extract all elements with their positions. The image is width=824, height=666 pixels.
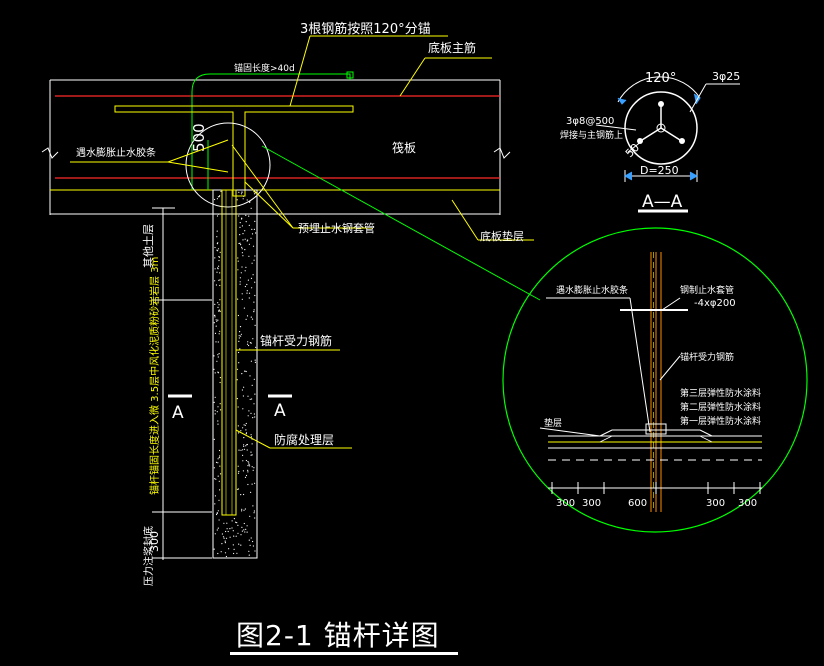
detail-dim-1: 300 [556,498,575,509]
anchor-pile [212,189,258,559]
detail-connector [261,145,541,301]
detail-sleeve2-text: -4xφ200 [694,298,736,309]
rebar-split-text: 3根钢筋按照120°分锚 [300,21,431,37]
anchor-length-text: 锚固长度>40d [234,62,295,74]
anticorrosion-text: 防腐处理层 [274,432,334,447]
embed-sleeve-text: 预埋止水钢套管 [298,221,375,235]
section-title-text: A—A [642,192,683,212]
detail-coat3-text: 第三层弹性防水涂料 [680,387,761,399]
detail-circle [502,227,808,533]
section-mark-left-text: A [172,403,184,423]
caption-underline [230,652,458,655]
diameter-text: D=250 [640,164,679,177]
dim-300-left-text: 300 [148,531,161,552]
vertical-note-text: 锚杆锚固长度进入微 3.5层中风化泥质粉砂岩岩层 3m [148,257,161,495]
anchor-rebar-text: 锚杆受力钢筋 [260,333,332,348]
raft-text: 筏板 [392,141,416,155]
detail-coat1-text: 第一层弹性防水涂料 [680,415,761,427]
base-cushion-text: 底板垫层 [480,229,524,243]
plain-soil-text: 其他土层 [142,224,155,268]
detail-sleeve1-text: 钢制止水套管 [680,284,734,296]
detail-cushion-text: 垫层 [544,417,562,429]
raft-slab [41,79,511,215]
leaders [70,35,534,449]
rebar-3-25-text: 3φ25 [712,70,740,83]
grouting-note-text: 压力注浆封底 [142,526,155,586]
detail-coat2-text: 第二层弹性防水涂料 [680,401,761,413]
left-dimension [152,207,212,560]
section-mark-right-text: A [274,401,286,421]
detail-swell-strip-text: 遇水膨胀止水胶条 [556,284,628,296]
detail-dim-5: 300 [738,498,757,509]
stirrup-text: 3φ8@500 [566,116,614,127]
angle-text: 120° [645,71,676,86]
detail-dim-4: 300 [706,498,725,509]
bent-rebar [114,105,354,197]
base-main-rebar-text: 底板主筋 [428,40,476,55]
detail-dim-3: 600 [628,498,647,509]
swell-strip-left-text: 遇水膨胀止水胶条 [76,146,156,159]
detail-anchor-rebar-text: 锚杆受力钢筋 [680,351,734,363]
weld-note-text: 焊接与主钢筋上 [560,129,623,141]
figure-caption: 图2-1 锚杆详图 [236,619,440,652]
dim-500-text: 500 [190,123,208,152]
section-aa [595,76,740,213]
detail-dim-2: 300 [582,498,601,509]
